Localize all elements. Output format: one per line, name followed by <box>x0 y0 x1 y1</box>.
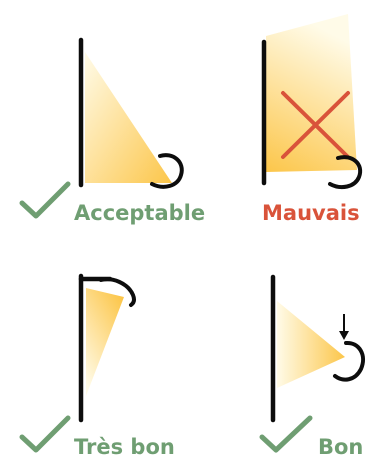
panel-tres-bon: Très bon <box>22 276 175 457</box>
check-icon <box>22 418 68 450</box>
check-icon <box>22 184 68 216</box>
panel-mauvais: Mauvais <box>262 14 360 225</box>
verdict-label: Mauvais <box>262 201 360 225</box>
check-icon <box>262 418 310 450</box>
light-beam <box>266 14 357 172</box>
light-beam <box>86 288 124 396</box>
light-beam <box>85 52 172 183</box>
panel-acceptable: Acceptable <box>22 40 205 225</box>
panel-bon: Bon <box>262 277 363 457</box>
arrow-down-head <box>339 331 349 340</box>
verdict-label: Très bon <box>74 435 175 457</box>
verdict-label: Acceptable <box>74 201 205 225</box>
lamp-icon <box>335 343 363 380</box>
verdict-label: Bon <box>318 435 363 457</box>
